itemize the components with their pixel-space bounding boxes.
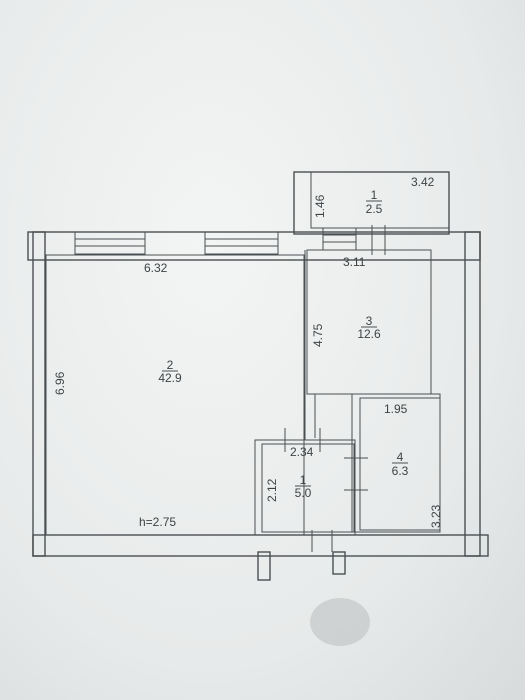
dim-room4-height: 3.23 — [429, 504, 443, 528]
bottom-stub-left — [257, 551, 271, 581]
bottom-stub-right — [332, 551, 346, 575]
room-1-balcony-label: 1 2.5 — [366, 188, 383, 216]
room-1a-number: 1 — [371, 188, 378, 202]
dim-balcony-width: 3.42 — [411, 175, 435, 189]
room-1b-number: 1 — [300, 473, 307, 487]
window-left — [74, 231, 146, 255]
dim-bath-width: 2.34 — [290, 445, 314, 459]
room-1a-area: 2.5 — [366, 202, 383, 216]
dim-room3-width: 3.11 — [343, 255, 366, 269]
room-2-area: 42.9 — [158, 371, 182, 385]
blurred-stamp — [310, 598, 370, 646]
room-2-number: 2 — [167, 358, 174, 372]
room-4-label: 4 6.3 — [392, 450, 409, 478]
room-4-area: 6.3 — [392, 464, 409, 478]
room-4-outline — [359, 397, 441, 531]
window-right — [204, 231, 279, 255]
balcony — [293, 171, 450, 255]
dim-balcony-height: 1.46 — [313, 194, 327, 218]
bottom-wall — [32, 534, 489, 557]
room-3-label: 3 12.6 — [357, 314, 381, 341]
dim-main-height: 6.96 — [53, 371, 67, 395]
dim-room4-width: 1.95 — [384, 402, 408, 416]
room-3-area: 12.6 — [357, 327, 381, 341]
ceiling-height: h=2.75 — [139, 515, 176, 529]
bath-box — [254, 439, 356, 536]
dim-room3-height: 4.75 — [311, 323, 325, 347]
room-1-bath-label: 1 5.0 — [295, 473, 312, 500]
outer-walls — [27, 231, 489, 581]
room-2-label: 2 42.9 — [158, 358, 182, 385]
left-wall — [32, 231, 46, 557]
room-1b-area: 5.0 — [295, 486, 312, 500]
dim-main-width: 6.32 — [144, 261, 168, 275]
room-1b-outline — [261, 443, 355, 533]
room-2-outline — [45, 254, 305, 536]
dim-bath-height: 2.12 — [265, 478, 279, 502]
right-wall — [464, 231, 481, 557]
room-4-number: 4 — [397, 450, 404, 464]
room-3-number: 3 — [366, 314, 373, 328]
